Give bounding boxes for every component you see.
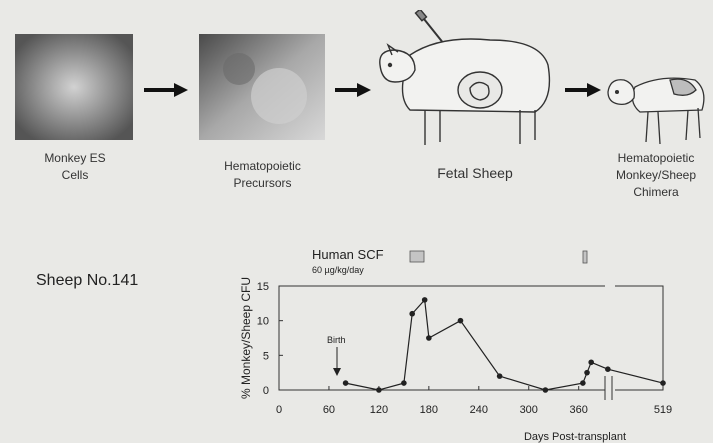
x-tick-label: 180 <box>420 404 438 416</box>
data-point <box>580 380 586 386</box>
x-tick-label: 60 <box>323 404 335 416</box>
y-tick-label: 0 <box>263 385 269 397</box>
scf-period-marker <box>410 251 424 262</box>
y-tick-label: 10 <box>257 316 269 328</box>
data-point <box>584 370 590 376</box>
treatment-dose: 60 µg/kg/day <box>312 265 364 275</box>
x-tick-label: 0 <box>276 404 282 416</box>
x-tick-label: 120 <box>370 404 388 416</box>
data-point <box>458 318 464 324</box>
data-point <box>401 380 407 386</box>
data-point <box>497 373 503 379</box>
treatment-label: Human SCF <box>312 247 384 262</box>
birth-label: Birth <box>327 335 346 345</box>
axis-break-mask <box>605 284 615 398</box>
y-tick-label: 5 <box>263 350 269 362</box>
data-point <box>376 387 382 393</box>
data-point <box>588 359 594 365</box>
data-point <box>426 335 432 341</box>
y-tick-label: 15 <box>257 281 269 293</box>
data-point <box>409 311 415 317</box>
data-point <box>422 297 428 303</box>
data-point <box>343 380 349 386</box>
data-point <box>660 380 666 386</box>
birth-arrowhead <box>333 368 341 376</box>
series-line <box>346 300 663 390</box>
x-tick-label: 240 <box>470 404 488 416</box>
x-axis-label: Days Post-transplant <box>524 431 626 443</box>
scf-period-marker <box>583 251 587 263</box>
x-tick-label: 300 <box>520 404 538 416</box>
x-tick-label: 519 <box>654 404 672 416</box>
data-point <box>543 387 549 393</box>
data-point <box>605 366 611 372</box>
y-axis-label: % Monkey/Sheep CFU <box>239 277 253 399</box>
x-tick-label: 360 <box>570 404 588 416</box>
